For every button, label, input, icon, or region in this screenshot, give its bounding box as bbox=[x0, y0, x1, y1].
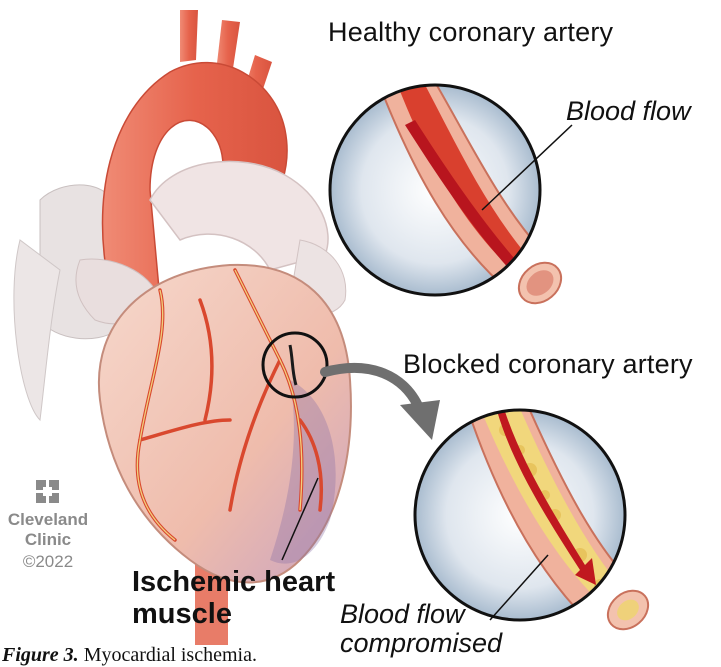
figure-caption-text: Myocardial ischemia. bbox=[84, 644, 257, 666]
blocked-artery-title: Blocked coronary artery bbox=[403, 349, 693, 380]
compromised-label-line1: Blood flow bbox=[340, 599, 465, 630]
ischemic-label-line1: Ischemic heart bbox=[132, 566, 335, 598]
logo-copyright: ©2022 bbox=[6, 552, 90, 572]
healthy-artery-title: Healthy coronary artery bbox=[328, 17, 613, 48]
cleveland-clinic-logo-icon bbox=[36, 480, 59, 503]
figure-caption: Figure 3. Myocardial ischemia. bbox=[2, 644, 257, 667]
healthy-blood-flow-label: Blood flow bbox=[566, 96, 691, 127]
compromised-label-line2: compromised bbox=[340, 628, 502, 659]
logo-name-line2: Clinic bbox=[6, 530, 90, 550]
ischemic-label-line2: muscle bbox=[132, 598, 232, 630]
healthy-artery-inset bbox=[330, 60, 572, 312]
figure-number: Figure 3. bbox=[2, 644, 79, 666]
logo-name-line1: Cleveland bbox=[6, 510, 90, 530]
